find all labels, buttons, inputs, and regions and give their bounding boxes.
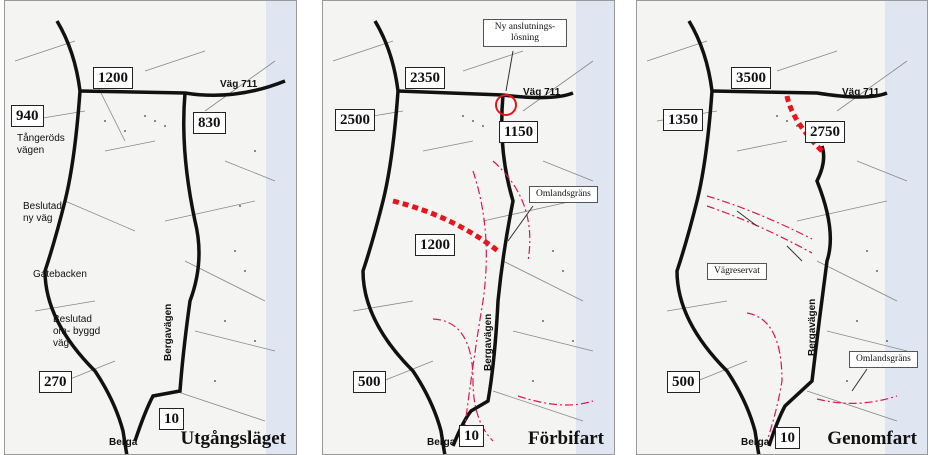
ombyggd-label: Beslutad om- byggd väg — [53, 314, 101, 349]
panel-title: Förbifart — [528, 428, 604, 449]
traffic-label-north-west: 940 — [11, 105, 44, 127]
bergavagen-label: Bergavägen — [483, 313, 494, 371]
berga-label: Berga — [109, 437, 138, 448]
map-panel-utgangslaget: 1200 940 830 270 10 Väg 711 Tångeröds vä… — [4, 0, 297, 455]
road-711-label: Väg 711 — [523, 87, 561, 98]
bergavagen-label: Bergavägen — [163, 303, 174, 361]
traffic-label-north-west: 2500 — [335, 109, 375, 131]
panel-title: Genomfart — [827, 428, 917, 449]
traffic-label-south-west: 500 — [353, 371, 386, 393]
traffic-label-north-west: 1350 — [663, 109, 703, 131]
traffic-label-east: 830 — [193, 112, 226, 134]
road-711-label: Väg 711 — [842, 87, 880, 98]
bergavagen-label: Bergavägen — [807, 298, 818, 356]
traffic-label-center-north: 3500 — [731, 67, 771, 89]
sea-area — [266, 1, 296, 454]
traffic-label-center-north: 1200 — [93, 67, 133, 89]
road-711-label: Väg 711 — [220, 79, 258, 90]
map-panel-genomfart: 3500 1350 2750 500 10 Väg 711 Vägreserva… — [636, 0, 928, 455]
berga-label: Berga — [741, 437, 770, 448]
traffic-label-south-west: 270 — [39, 371, 72, 393]
sea-area — [885, 1, 927, 454]
traffic-label-south-west: 500 — [667, 371, 700, 393]
traffic-label-east: 1150 — [499, 121, 539, 143]
tangerod-label: Tångeröds vägen — [17, 133, 65, 156]
road-network — [646, 20, 908, 454]
traffic-label-south: 10 — [159, 408, 184, 430]
traffic-label-middle: 1200 — [415, 234, 455, 256]
traffic-label-center-north: 2350 — [405, 67, 445, 89]
anslutning-note: Ny anslutnings- lösning — [483, 19, 567, 47]
panel-title: Utgångsläget — [180, 428, 286, 449]
traffic-label-south: 10 — [459, 425, 484, 447]
traffic-label-south: 10 — [775, 427, 800, 449]
sea-area — [576, 1, 614, 454]
vagreservat-note: Vägreservat — [707, 263, 767, 280]
ny-vag-label: Beslutad ny väg — [23, 201, 62, 224]
road-network — [14, 20, 286, 454]
gatebacken-label: Gatebacken — [33, 269, 87, 280]
berga-label: Berga — [427, 437, 456, 448]
omland-note: Omlandsgräns — [529, 186, 598, 203]
omland-note: Omlandsgräns — [849, 351, 918, 368]
traffic-label-east: 2750 — [805, 121, 845, 143]
map-panel-forbifart: 2350 2500 1150 1200 500 10 Väg 711 Ny an… — [322, 0, 615, 455]
